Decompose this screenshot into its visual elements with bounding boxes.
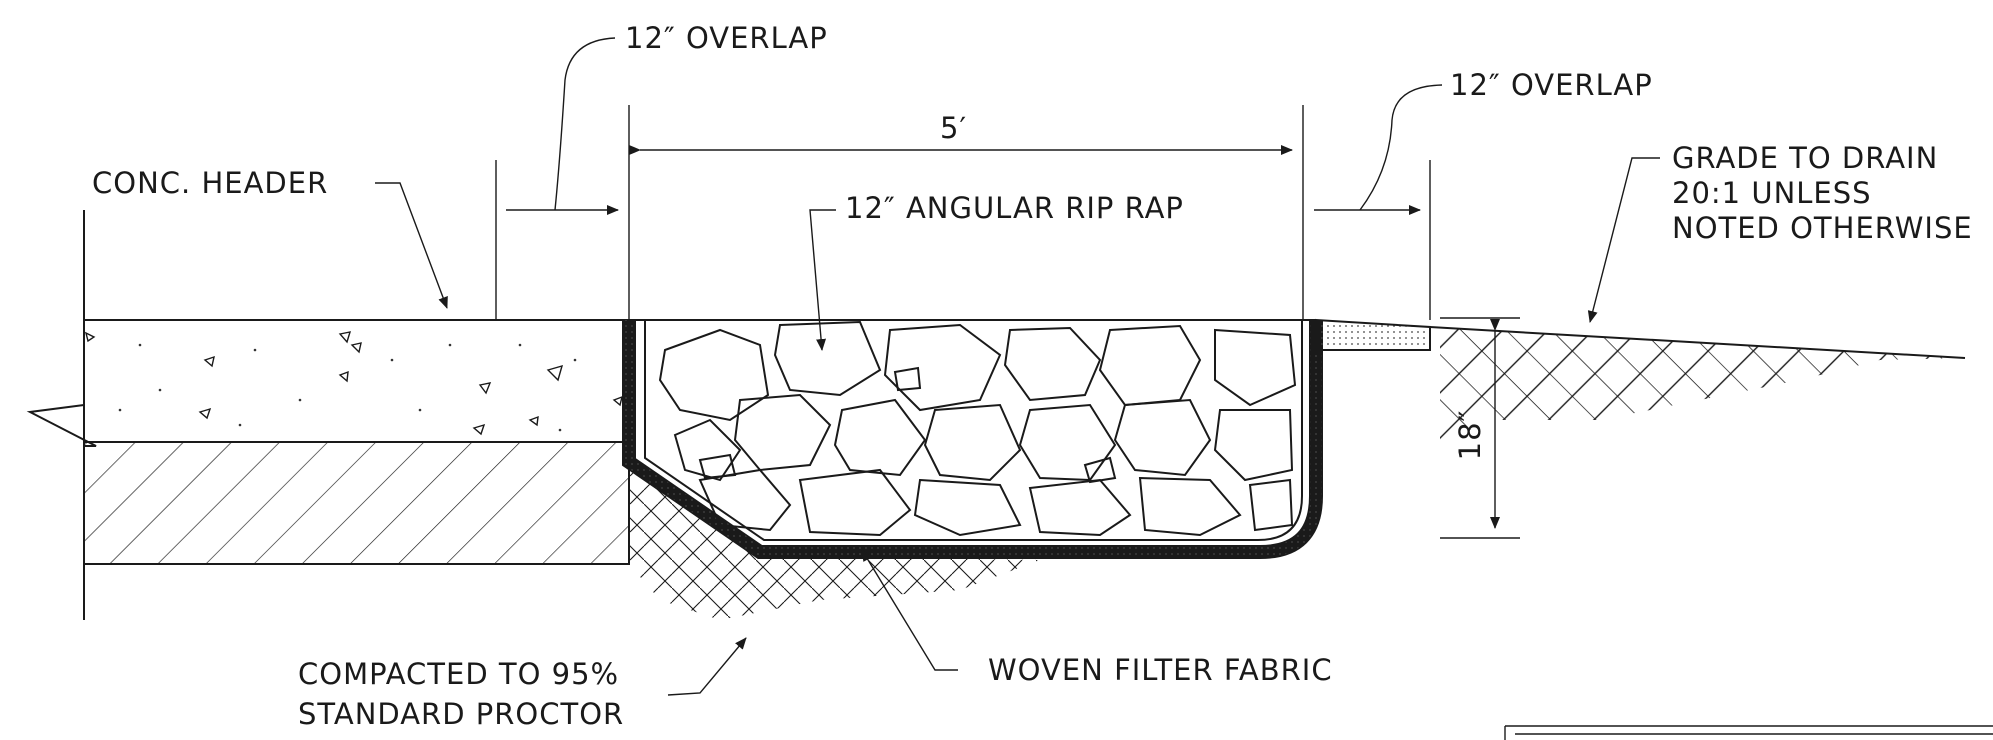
right-apron — [1315, 318, 1431, 351]
leader-lines — [375, 37, 1660, 696]
compacted-subgrade — [629, 462, 1040, 620]
riprap-channel — [622, 319, 1323, 559]
rip-rap-label: 12″ ANGULAR RIP RAP — [845, 191, 1184, 225]
compacted-label-line1: COMPACTED TO 95% — [298, 657, 619, 691]
compacted-label-line2: STANDARD PROCTOR — [298, 697, 624, 731]
overlap-right-label: 12″ OVERLAP — [1450, 68, 1653, 102]
base-course — [83, 441, 630, 565]
break-line — [26, 210, 97, 620]
conc-header-label: CONC. HEADER — [92, 166, 328, 200]
concrete-header — [83, 319, 630, 443]
existing-ground — [1429, 326, 1966, 440]
width-dimension-label: 5′ — [940, 111, 967, 145]
concrete-sand-dots — [118, 343, 577, 432]
grade-note-line3: NOTED OTHERWISE — [1672, 211, 1973, 245]
overlap-left-label: 12″ OVERLAP — [625, 21, 828, 55]
filter-fabric-label: WOVEN FILTER FABRIC — [988, 653, 1333, 687]
dimension-lines — [506, 145, 1500, 529]
extension-lines — [495, 105, 1520, 539]
grade-note-line2: 20:1 UNLESS — [1672, 176, 1872, 210]
grade-note-line1: GRADE TO DRAIN — [1672, 141, 1938, 175]
concrete-aggregate — [84, 331, 624, 436]
title-block-edge — [1504, 725, 1993, 740]
angular-riprap-stones — [658, 320, 1297, 537]
depth-dimension-label: 18″ — [1453, 410, 1487, 461]
